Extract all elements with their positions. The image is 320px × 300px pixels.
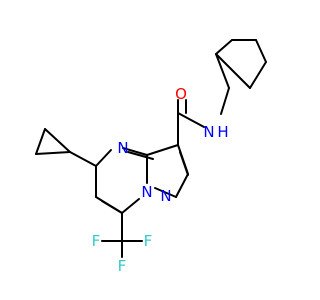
bond [177, 112, 205, 128]
fluorine-symbol: F [118, 257, 127, 275]
atom-labels: O N H N N N F F F [92, 85, 229, 275]
nitrogen-symbol: N [117, 139, 128, 157]
bond [44, 128, 71, 153]
bond [154, 187, 177, 198]
fluorine-left-label: F [92, 232, 101, 250]
bond [179, 151, 189, 176]
fluorine-symbol: F [144, 232, 153, 250]
bond [220, 87, 230, 115]
bond [35, 128, 46, 155]
bond [215, 53, 251, 89]
nitrogen-symbol: N [141, 183, 152, 201]
bond [215, 53, 230, 89]
fluorine-bottom-label: F [118, 257, 127, 275]
bond [121, 198, 140, 214]
carbonyl-oxygen-label: O [175, 85, 187, 103]
amide-nitrogen-label: N H [203, 123, 228, 141]
ring-nitrogen-4-label: N [117, 139, 128, 157]
nitrogen-symbol: N [160, 187, 171, 205]
bond [146, 144, 179, 156]
bond [127, 151, 154, 160]
bond [35, 151, 71, 155]
ring-nitrogen-1-label: N [160, 187, 171, 205]
bond [95, 149, 112, 167]
fluorine-symbol: F [92, 232, 101, 250]
bond [255, 39, 267, 63]
bond [175, 173, 189, 198]
nitrogen-symbol: N [203, 123, 214, 141]
oxygen-symbol: O [175, 85, 187, 103]
fluorine-right-label: F [144, 232, 153, 250]
bond [249, 61, 267, 89]
bond [69, 151, 97, 167]
molecule-structure: O N H N N N F F F [35, 39, 267, 275]
ring-nitrogen-bridge-label: N [141, 183, 152, 201]
bond [215, 39, 233, 55]
bond [101, 200, 123, 214]
bonds [35, 39, 267, 258]
bond [122, 147, 148, 156]
hydrogen-symbol: H [217, 123, 228, 141]
